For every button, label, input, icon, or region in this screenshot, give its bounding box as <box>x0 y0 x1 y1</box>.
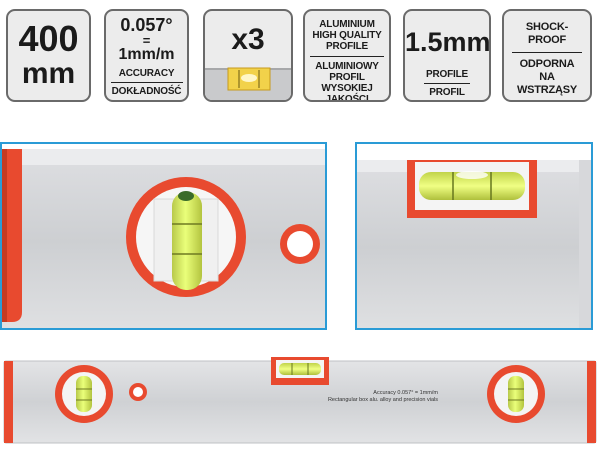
accuracy-label-pl: DOKŁADNOŚĆ <box>111 86 182 97</box>
shockproof-pl: ODPORNA NA WSTRZĄSY <box>516 58 578 96</box>
full-level-view: Accuracy 0.057° = 1mm/m Rectangular box … <box>3 357 597 444</box>
accuracy-equals: = <box>142 33 151 48</box>
length-value: 400 <box>18 18 79 59</box>
profile-thickness-value: 1.5mm <box>405 27 491 57</box>
divider <box>110 82 183 83</box>
detail-panel-vertical-vial <box>0 142 327 330</box>
divider <box>310 56 384 57</box>
vials-count: x3 <box>231 23 265 56</box>
vial-icon <box>205 67 291 100</box>
right-end-cap <box>587 361 596 443</box>
left-end-cap <box>4 361 13 443</box>
spec-label-line1: Accuracy 0.057° = 1mm/m <box>373 390 438 396</box>
shockproof-badge: SHOCK-PROOF ODPORNA NA WSTRZĄSY <box>502 9 592 102</box>
length-unit: mm <box>21 57 76 90</box>
profile-label-en: PROFILE <box>426 69 468 80</box>
shockproof-en: SHOCK-PROOF <box>525 21 569 46</box>
profile-quality-badge: ALUMINIUM HIGH QUALITY PROFILE ALUMINIOW… <box>303 9 391 102</box>
accuracy-label-en: ACCURACY <box>118 68 175 79</box>
accuracy-degrees: 0.057° <box>120 15 173 35</box>
divider <box>424 83 470 84</box>
profile-quality-en: ALUMINIUM HIGH QUALITY PROFILE <box>312 19 382 52</box>
profile-quality-pl: ALUMINIOWY PROFIL WYSOKIEJ JAKOŚCI <box>315 61 379 102</box>
profile-thickness-badge: 1.5mm PROFILE PROFIL <box>403 9 491 102</box>
level-closeup-vertical <box>2 149 325 328</box>
divider <box>512 52 582 53</box>
length-badge: 400 mm <box>6 9 91 102</box>
level-closeup-horizontal <box>357 160 591 328</box>
accuracy-mm-per-m: 1mm/m <box>118 46 175 63</box>
horizontal-vial <box>419 172 525 200</box>
vertical-vial <box>172 192 202 290</box>
spec-label-line2: Rectangular box alu. alloy and precision… <box>328 397 438 403</box>
accuracy-badge: 0.057° = 1mm/m ACCURACY DOKŁADNOŚĆ <box>104 9 189 102</box>
detail-panel-horizontal-vial <box>355 142 593 330</box>
profile-label-pl: PROFIL <box>429 87 465 98</box>
vials-badge: x3 <box>203 9 293 102</box>
